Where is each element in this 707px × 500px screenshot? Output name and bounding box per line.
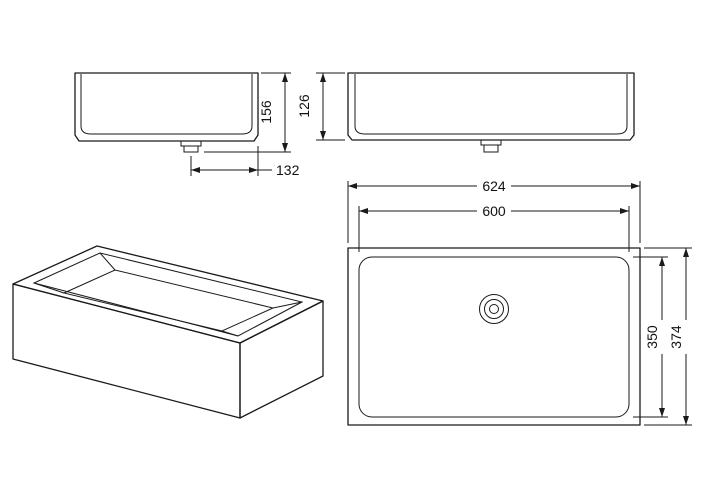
dimension-label-inner-depth: 350 — [644, 325, 660, 349]
dimension-label-front-height: 156 — [258, 100, 274, 124]
drain-center — [489, 304, 499, 314]
basin-front-face — [12, 283, 241, 419]
dimension-side-height: 126 — [296, 72, 345, 141]
basin-front-outline — [74, 72, 259, 142]
basin-front-inner-profile — [80, 74, 253, 135]
basin-right-face — [239, 300, 324, 419]
dimension-arrow — [348, 183, 357, 189]
dimension-arrow — [282, 143, 288, 152]
dimension-outer-depth: 374 — [644, 247, 692, 426]
dimension-arrow — [683, 416, 689, 425]
dimension-arrow — [249, 167, 258, 173]
dimension-label-outer-depth: 374 — [668, 325, 684, 349]
drain-flange — [180, 140, 202, 147]
inner-corner-edge — [99, 252, 116, 271]
basin-cavity-bottom — [62, 269, 275, 332]
dimension-arrow — [620, 208, 629, 214]
plan-view: 624 600 350 — [347, 178, 692, 426]
dimension-label-drain-offset: 132 — [276, 162, 300, 178]
dimension-arrow — [659, 408, 665, 417]
basin-rim-outer — [12, 245, 324, 344]
dimension-arrow — [282, 73, 288, 82]
inner-corner-edge — [272, 301, 303, 309]
drain-middle-ring — [484, 299, 504, 319]
basin-plan-outer — [347, 247, 641, 426]
isometric-view — [12, 245, 324, 419]
dimension-inner-width: 600 — [358, 203, 630, 252]
side-elevation-view: 126 — [296, 72, 635, 153]
dimension-drain-offset: 132 — [190, 146, 300, 178]
basin-plan-inner — [358, 256, 630, 418]
basin-opening — [32, 252, 304, 337]
dimension-label-outer-width: 624 — [482, 178, 506, 194]
dimension-arrow — [191, 167, 200, 173]
dimension-arrow — [631, 183, 640, 189]
dimension-arrow — [359, 208, 368, 214]
drain-icon — [480, 139, 502, 153]
front-elevation-view: 156 132 — [74, 72, 300, 178]
drain-icon — [479, 294, 509, 324]
drain-outer-ring — [479, 294, 509, 324]
dimension-arrow — [320, 131, 326, 140]
dimension-inner-depth: 350 — [633, 256, 668, 418]
drain-stem — [483, 144, 499, 153]
dimension-arrow — [659, 257, 665, 266]
drain-icon — [180, 140, 202, 153]
basin-side-outline — [347, 72, 635, 141]
inner-corner-edge — [221, 330, 239, 337]
dimension-arrow — [320, 73, 326, 82]
dimension-arrow — [683, 248, 689, 257]
dimension-outer-width: 624 — [347, 178, 641, 243]
drain-flange — [480, 139, 502, 146]
dimension-front-height: 156 — [204, 72, 291, 153]
inner-corner-edge — [33, 282, 65, 294]
drain-stem — [183, 145, 199, 153]
dimension-label-inner-width: 600 — [482, 203, 506, 219]
dimension-label-side-height: 126 — [296, 94, 312, 118]
basin-side-inner-profile — [354, 74, 628, 135]
